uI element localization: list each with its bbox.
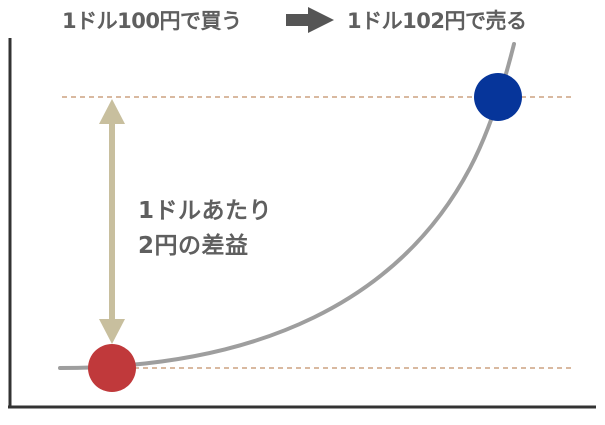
sell-label: 1ドル102円で売る	[347, 9, 527, 33]
gain-label-line2: 2円の差益	[138, 233, 249, 259]
buy-point	[88, 344, 136, 392]
right-arrow-icon	[286, 7, 334, 33]
sell-point	[474, 73, 522, 121]
gain-label-line1: 1ドルあたり	[138, 198, 273, 224]
buy-label: 1ドル100円で買う	[62, 9, 242, 33]
gain-double-arrow	[99, 99, 125, 344]
price-curve	[58, 42, 516, 370]
